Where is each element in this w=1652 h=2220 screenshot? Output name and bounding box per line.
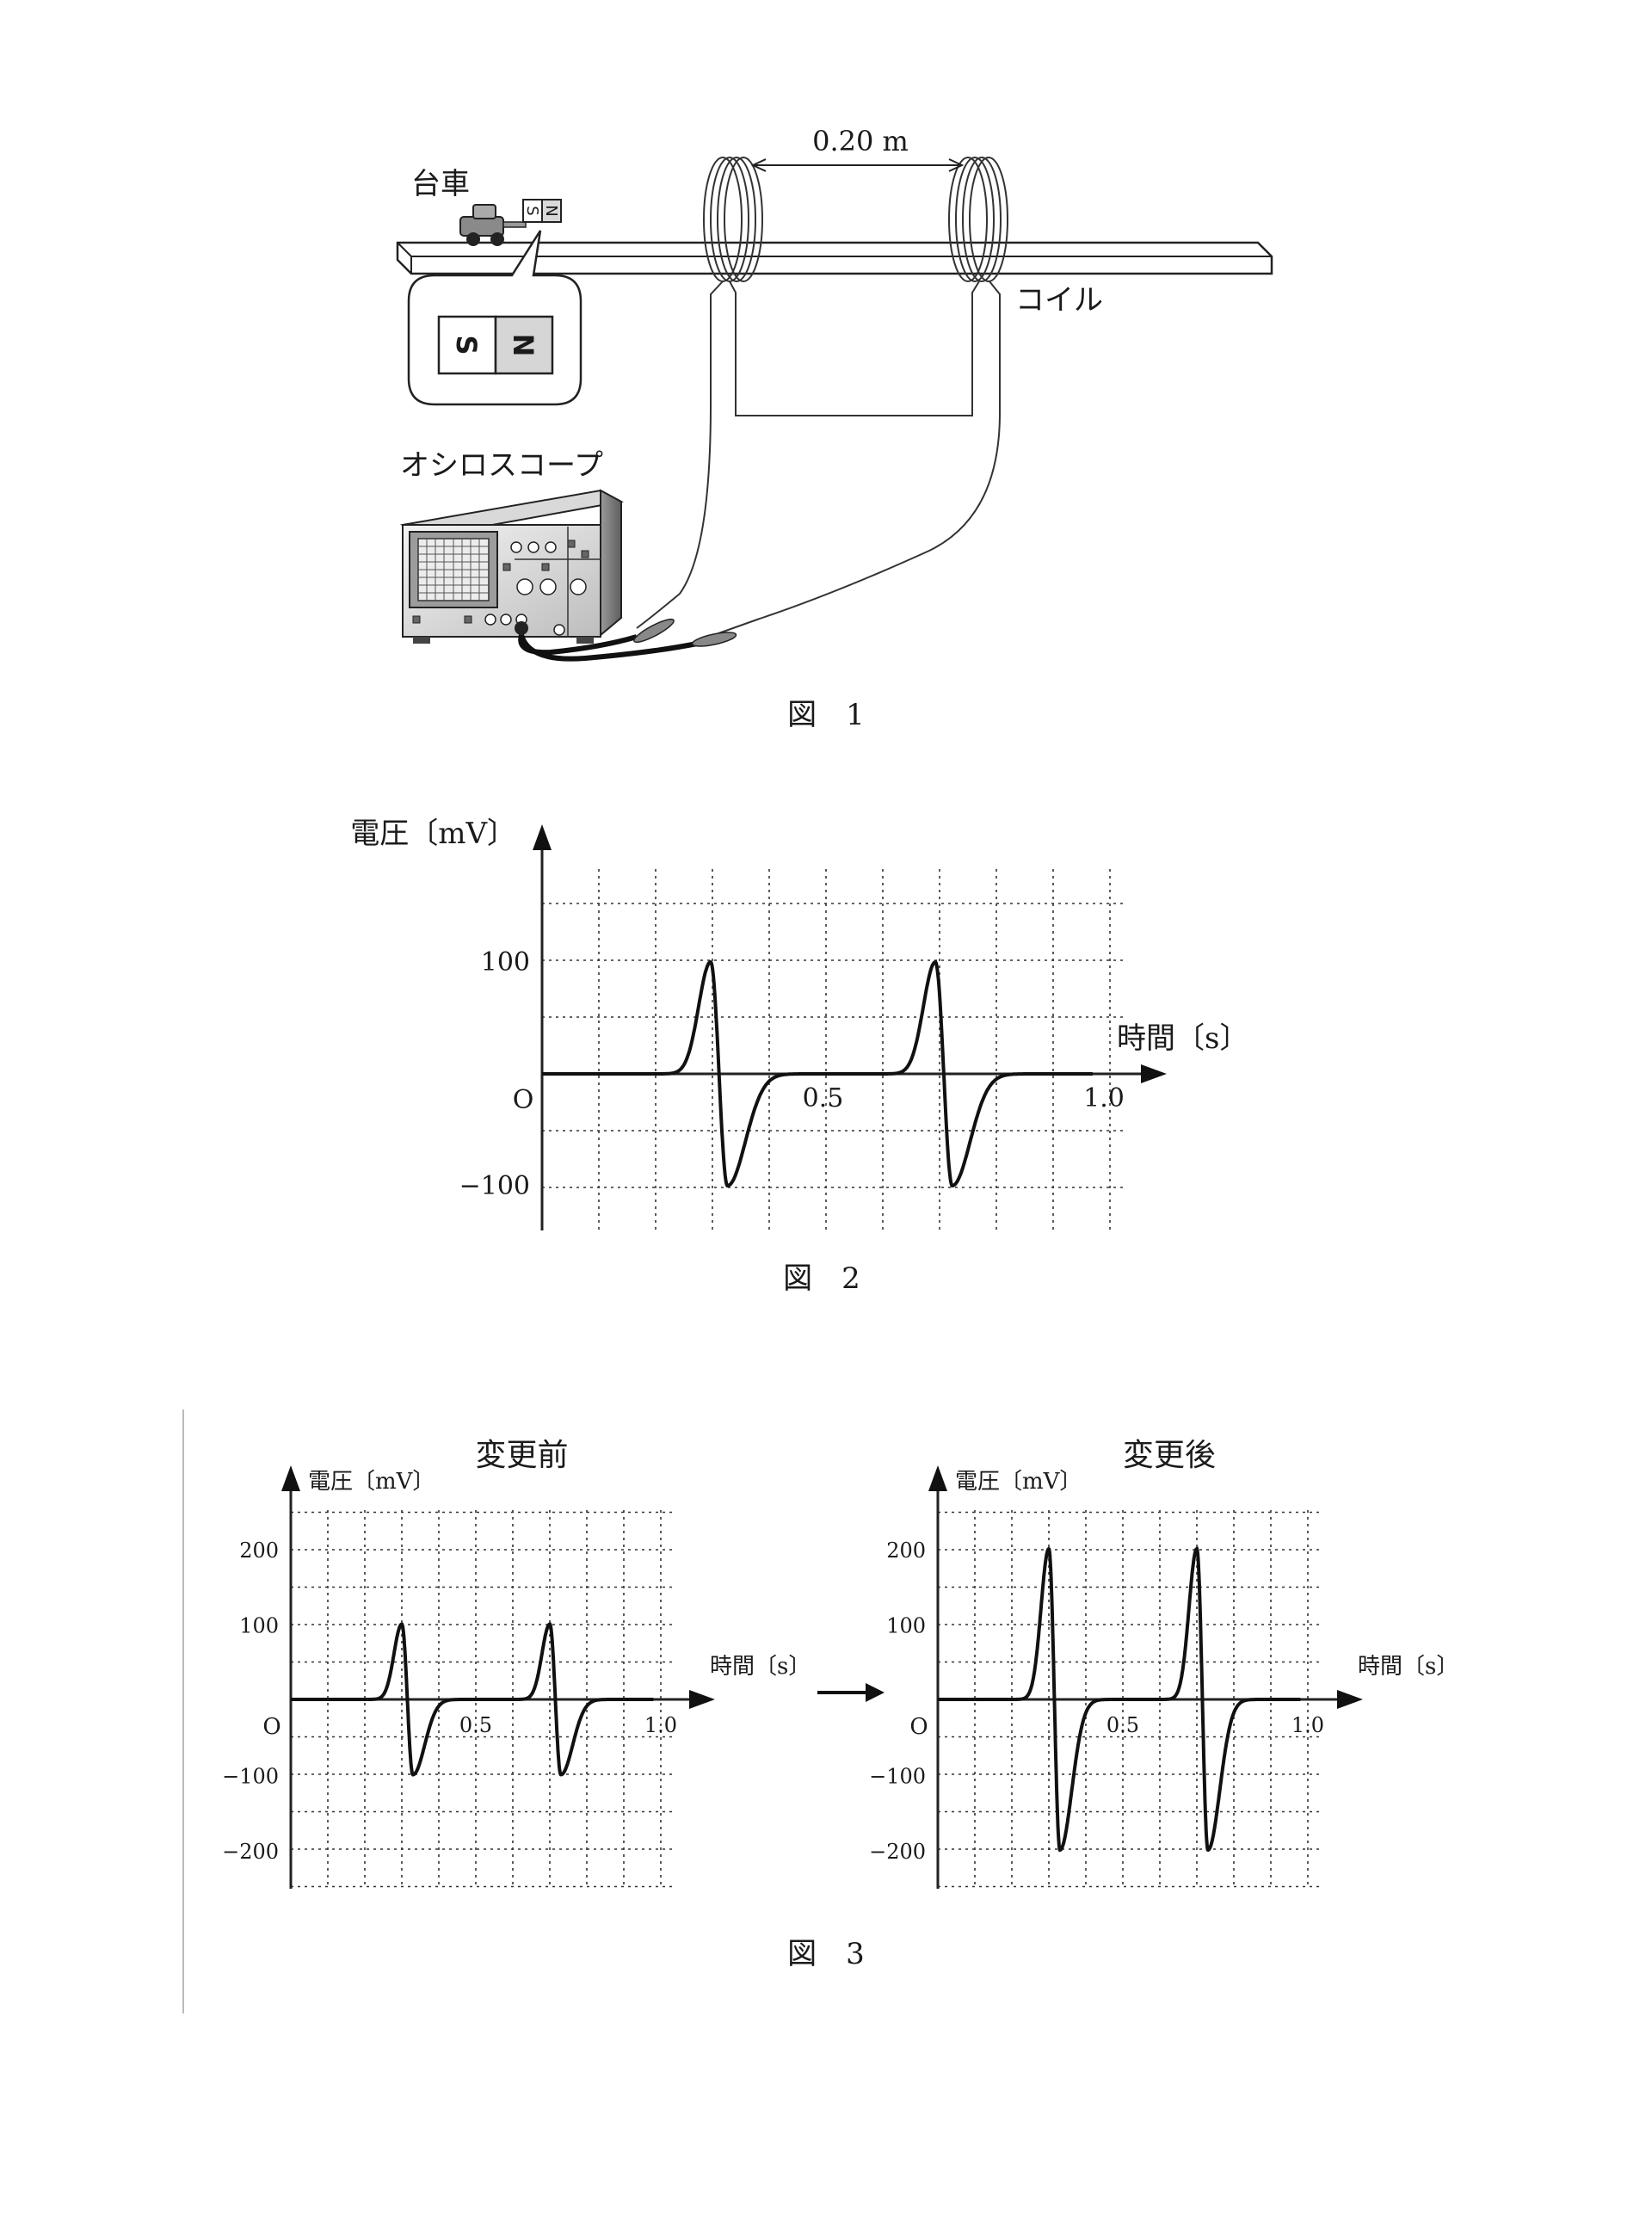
magnet-small: S N	[522, 199, 562, 223]
x-axis-label: 時間〔s〕	[710, 1654, 811, 1680]
chart-title: 変更後	[1123, 1438, 1216, 1473]
figure-1-caption: 図 1	[787, 698, 865, 732]
magnet-callout: S N	[407, 230, 583, 406]
voltage-series-line	[938, 1546, 1301, 1853]
x-tick-label: 0.5	[1106, 1713, 1139, 1737]
y-axis-arrowhead	[533, 824, 552, 850]
rail	[396, 241, 1273, 275]
distance-label: 0.20 m	[812, 125, 909, 157]
figure-1: S N 台車 S N 0.20 m	[396, 125, 1273, 732]
magnet-small-n: N	[542, 205, 560, 216]
y-tick-label: 200	[239, 1539, 279, 1563]
oscilloscope	[399, 489, 624, 644]
x-tick-label: 0.5	[459, 1713, 492, 1737]
cart-label: 台車	[411, 167, 470, 201]
cart	[459, 204, 527, 246]
y-tick-label: −100	[222, 1765, 279, 1789]
y-tick-label: −100	[459, 1171, 530, 1201]
chart-figure-3-before: 電圧〔mV〕時間〔s〕 O 0.5 1.0 200 100 −100 −200 変更前	[222, 1438, 811, 1889]
y-axis-label: 電圧〔mV〕	[955, 1469, 1082, 1495]
figure-3-caption: 図 3	[787, 1937, 865, 1971]
x-axis-label: 時間〔s〕	[1117, 1021, 1248, 1056]
y-axis-label: 電圧〔mV〕	[308, 1469, 435, 1495]
origin-label: O	[909, 1714, 928, 1740]
x-tick-label: 0.5	[803, 1083, 844, 1113]
magnet-s-label: S	[450, 335, 483, 355]
magnet-small-s: S	[523, 206, 541, 215]
distance-dimension: 0.20 m	[750, 125, 965, 172]
voltage-series-line	[291, 1622, 654, 1777]
coil-right	[948, 157, 1008, 282]
y-axis-arrowhead	[281, 1465, 300, 1491]
grid	[938, 1510, 1323, 1889]
x-tick-label: 1.0	[644, 1713, 677, 1737]
y-axis-arrowhead	[928, 1465, 947, 1491]
figure-2-caption: 図 2	[783, 1261, 860, 1296]
x-axis-arrowhead	[689, 1690, 715, 1709]
change-arrow	[817, 1683, 885, 1702]
x-axis-label: 時間〔s〕	[1358, 1654, 1458, 1680]
x-axis-arrowhead	[1337, 1690, 1363, 1709]
chart-figure-2: 電圧〔mV〕時間〔s〕 O 0.5 1.0 100 −100	[350, 817, 1248, 1230]
chart-figure-3-after: 電圧〔mV〕時間〔s〕 O 0.5 1.0 200 100 −100 −200 変更後	[869, 1438, 1458, 1889]
y-tick-label: −200	[869, 1840, 926, 1864]
x-tick-label: 1.0	[1291, 1713, 1324, 1737]
origin-label: O	[262, 1714, 280, 1740]
y-tick-label: 100	[481, 947, 530, 977]
y-tick-label: −100	[869, 1765, 926, 1789]
y-tick-label: 100	[239, 1614, 279, 1638]
chart-title: 変更前	[475, 1438, 568, 1473]
y-tick-label: 100	[886, 1614, 926, 1638]
x-tick-label: 1.0	[1083, 1083, 1125, 1113]
coil-wires	[636, 281, 1001, 642]
y-tick-label: −200	[222, 1840, 279, 1864]
grid	[291, 1510, 675, 1889]
voltage-series-line	[542, 959, 1093, 1188]
coil-label: コイル	[1015, 283, 1103, 318]
x-axis-arrowhead	[1141, 1064, 1167, 1083]
probe-cables	[518, 618, 737, 662]
oscilloscope-label: オシロスコープ	[400, 448, 603, 483]
grid	[542, 869, 1127, 1230]
y-axis-label: 電圧〔mV〕	[350, 817, 516, 851]
magnet-n-label: N	[507, 334, 539, 357]
origin-label: O	[513, 1085, 534, 1115]
y-tick-label: 200	[886, 1539, 926, 1563]
